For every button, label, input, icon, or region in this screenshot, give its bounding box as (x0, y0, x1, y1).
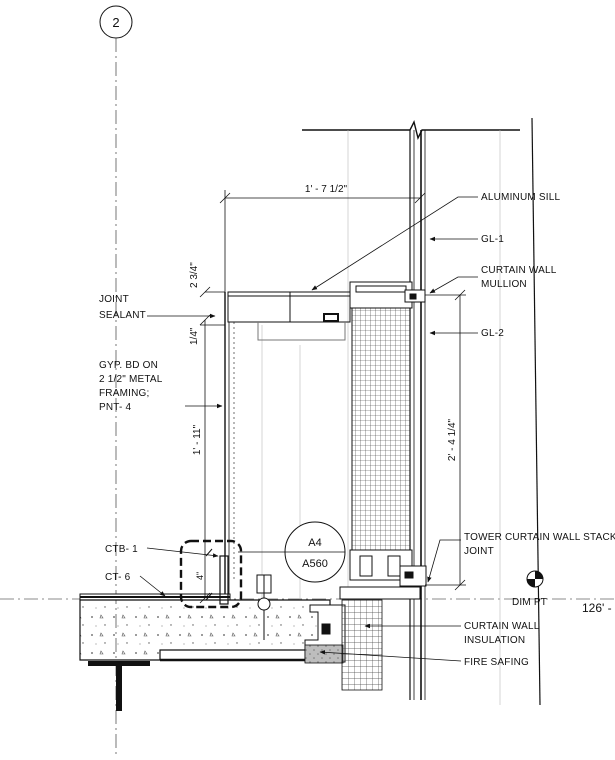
interior-wall (224, 292, 235, 600)
upper-mullion (349, 281, 426, 309)
label-cw-mullion-2: MULLION (481, 279, 527, 290)
dim-top-offset-label: 2 3/4" (189, 262, 200, 288)
section-reference-bubble[interactable]: A4 A560 (238, 521, 346, 583)
label-joint-sealant-2: SEALANT (99, 310, 146, 321)
label-gl2: GL-2 (481, 328, 504, 339)
label-joint-sealant-1: JOINT (99, 294, 129, 305)
label-cw-mullion-1: CURTAIN WALL (481, 265, 557, 276)
steel-beam (88, 661, 150, 711)
curtain-wall-insulation-block (341, 599, 383, 691)
dim-gl2-height (425, 289, 466, 591)
dim-quarter-label: 1/4" (189, 327, 200, 345)
callout-detail-number: A4 (308, 537, 321, 549)
dim-pt-label: DIM PT (512, 597, 547, 608)
label-ct6: CT- 6 (105, 572, 131, 583)
label-cw-insulation-2: INSULATION (464, 635, 525, 646)
dim-sill-width-label: 1' - 7 1/2" (305, 184, 348, 195)
label-gyp-4: PNT- 4 (99, 402, 132, 413)
label-cw-insulation-1: CURTAIN WALL (464, 621, 540, 632)
fire-safing-block (304, 644, 344, 664)
label-gyp-1: GYP. BD ON (99, 360, 158, 371)
label-aluminum-sill: ALUMINUM SILL (481, 192, 561, 203)
label-gl1: GL-1 (481, 234, 504, 245)
grid-bubble-label: 2 (112, 15, 119, 30)
lower-mullion (339, 549, 427, 600)
dim-wall-height (199, 314, 211, 604)
dim-four-label: 4" (195, 572, 205, 580)
spandrel-panel (351, 307, 411, 551)
dim-pt-symbol (526, 570, 544, 588)
top-slab-line (302, 119, 520, 141)
label-gyp-2: 2 1/2" METAL (99, 374, 163, 385)
label-stack-joint-1: TOWER CURTAIN WALL STACK (464, 532, 615, 543)
exterior-reference-line (531, 117, 541, 706)
dim-sill-width (219, 190, 426, 292)
leader-lines (139, 196, 478, 662)
dim-gl2-height-label: 2' - 4 1/4" (447, 418, 458, 461)
curtain-wall-glazing (409, 130, 426, 700)
elevation-label: 126' - (582, 601, 612, 615)
grid-line-2: 2 (99, 5, 133, 755)
anchor-bolt (256, 574, 272, 640)
callout-sheet-number: A560 (302, 558, 328, 570)
detail-callout-box[interactable] (179, 539, 243, 609)
dim-wall-height-label: 1' - 11" (192, 424, 203, 455)
label-stack-joint-2: JOINT (464, 546, 494, 557)
concrete-slab (79, 599, 340, 662)
label-gyp-3: FRAMING; (99, 388, 150, 399)
aluminum-sill (227, 291, 351, 341)
label-fire-safing: FIRE SAFING (464, 657, 529, 668)
label-ctb1: CTB- 1 (105, 544, 138, 555)
